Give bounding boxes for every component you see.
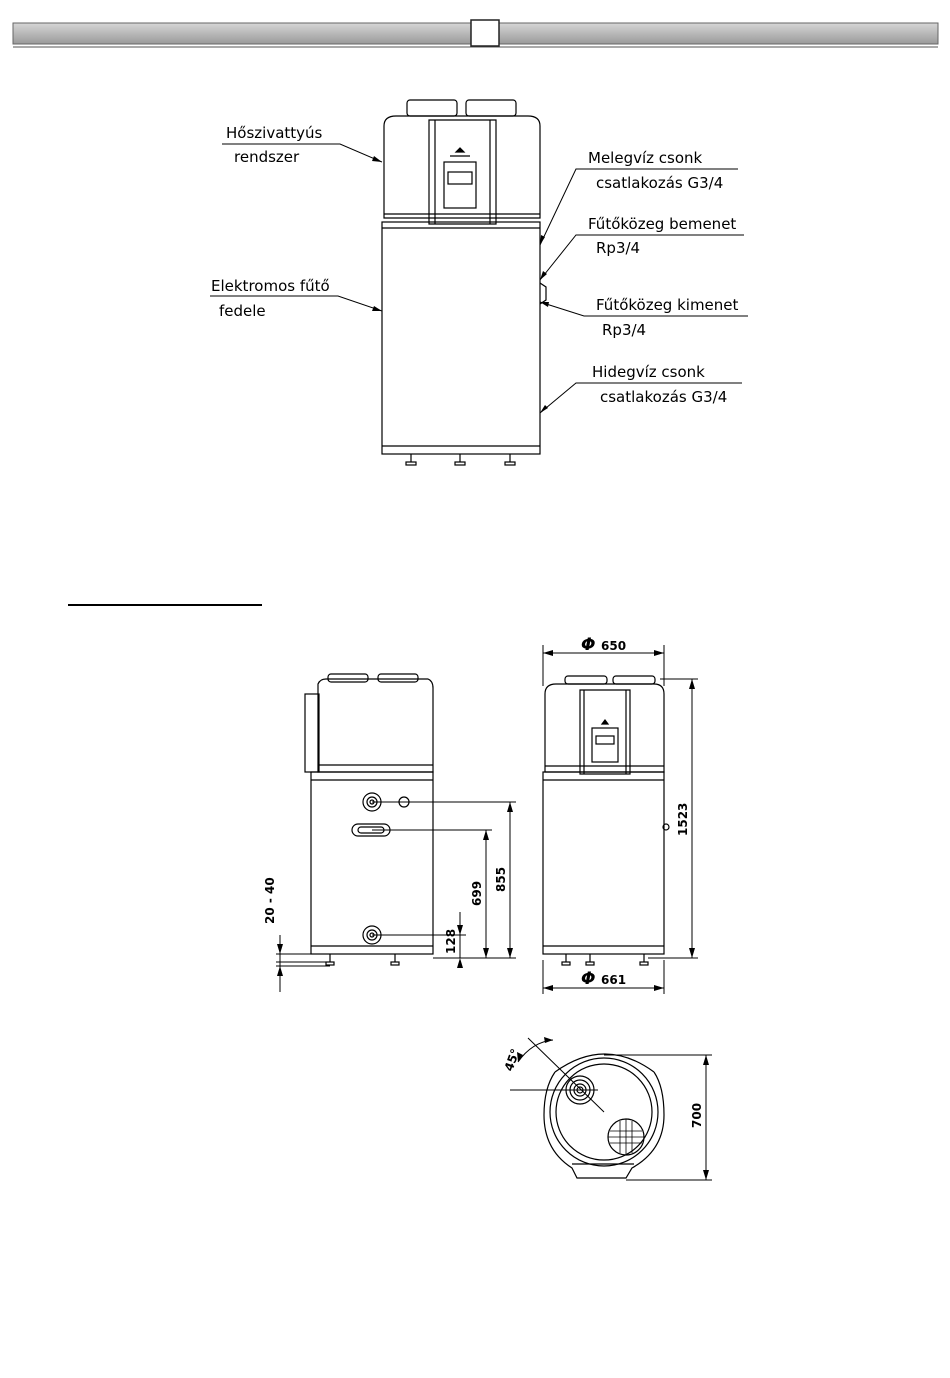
dim-height: 1523	[676, 803, 690, 836]
side-view-dimension-text: 20 - 40 128 699 855	[263, 867, 508, 954]
top-view-dimension-lines	[510, 1038, 712, 1180]
phi-symbol-top: Φ	[581, 635, 595, 655]
dim-feet-adjust: 20 - 40	[263, 877, 277, 924]
dim-depth: 700	[690, 1103, 704, 1128]
hot-water-label-line1: Melegvíz csonk	[588, 149, 703, 167]
medium-out-label-line2: Rp3/4	[602, 321, 646, 339]
cold-water-label-line2: csatlakozás G3/4	[600, 388, 727, 406]
heater-cover-label-line2: fedele	[219, 302, 266, 320]
top-view-dimension-text: 45° 700	[502, 1047, 704, 1128]
dim-128: 128	[444, 929, 458, 954]
heater-cover-label-line1: Elektromos fűtő	[211, 277, 330, 295]
hot-water-label-line2: csatlakozás G3/4	[596, 174, 723, 192]
upper-unit-drawing	[382, 100, 546, 465]
top-view-drawing	[544, 1054, 664, 1178]
front-view-dimension-arrows	[543, 650, 695, 991]
leader-arrowheads	[372, 156, 549, 413]
heat-pump-label-line1: Hőszivattyús	[226, 124, 323, 142]
dim-855: 855	[494, 867, 508, 892]
front-view-dimension-text: Φ 650 Φ 661 1523	[581, 635, 690, 989]
front-view-drawing	[543, 676, 669, 965]
upper-labels: Hőszivattyús rendszer Elektromos fűtő fe…	[211, 124, 739, 406]
medium-in-label-line1: Fűtőközeg bemenet	[588, 215, 736, 233]
dim-angle: 45°	[502, 1047, 523, 1073]
medium-out-label-line1: Fűtőközeg kimenet	[596, 296, 739, 314]
heat-pump-label-line2: rendszer	[234, 148, 300, 166]
medium-in-label-line2: Rp3/4	[596, 239, 640, 257]
dim-699: 699	[470, 881, 484, 906]
dim-bottom-diameter: 661	[601, 973, 626, 987]
cold-water-label-line1: Hidegvíz csonk	[592, 363, 705, 381]
side-view-drawing	[305, 674, 433, 965]
dim-top-diameter: 650	[601, 639, 626, 653]
front-view-dimension-lines	[543, 645, 698, 994]
phi-symbol-bottom: Φ	[581, 969, 595, 989]
